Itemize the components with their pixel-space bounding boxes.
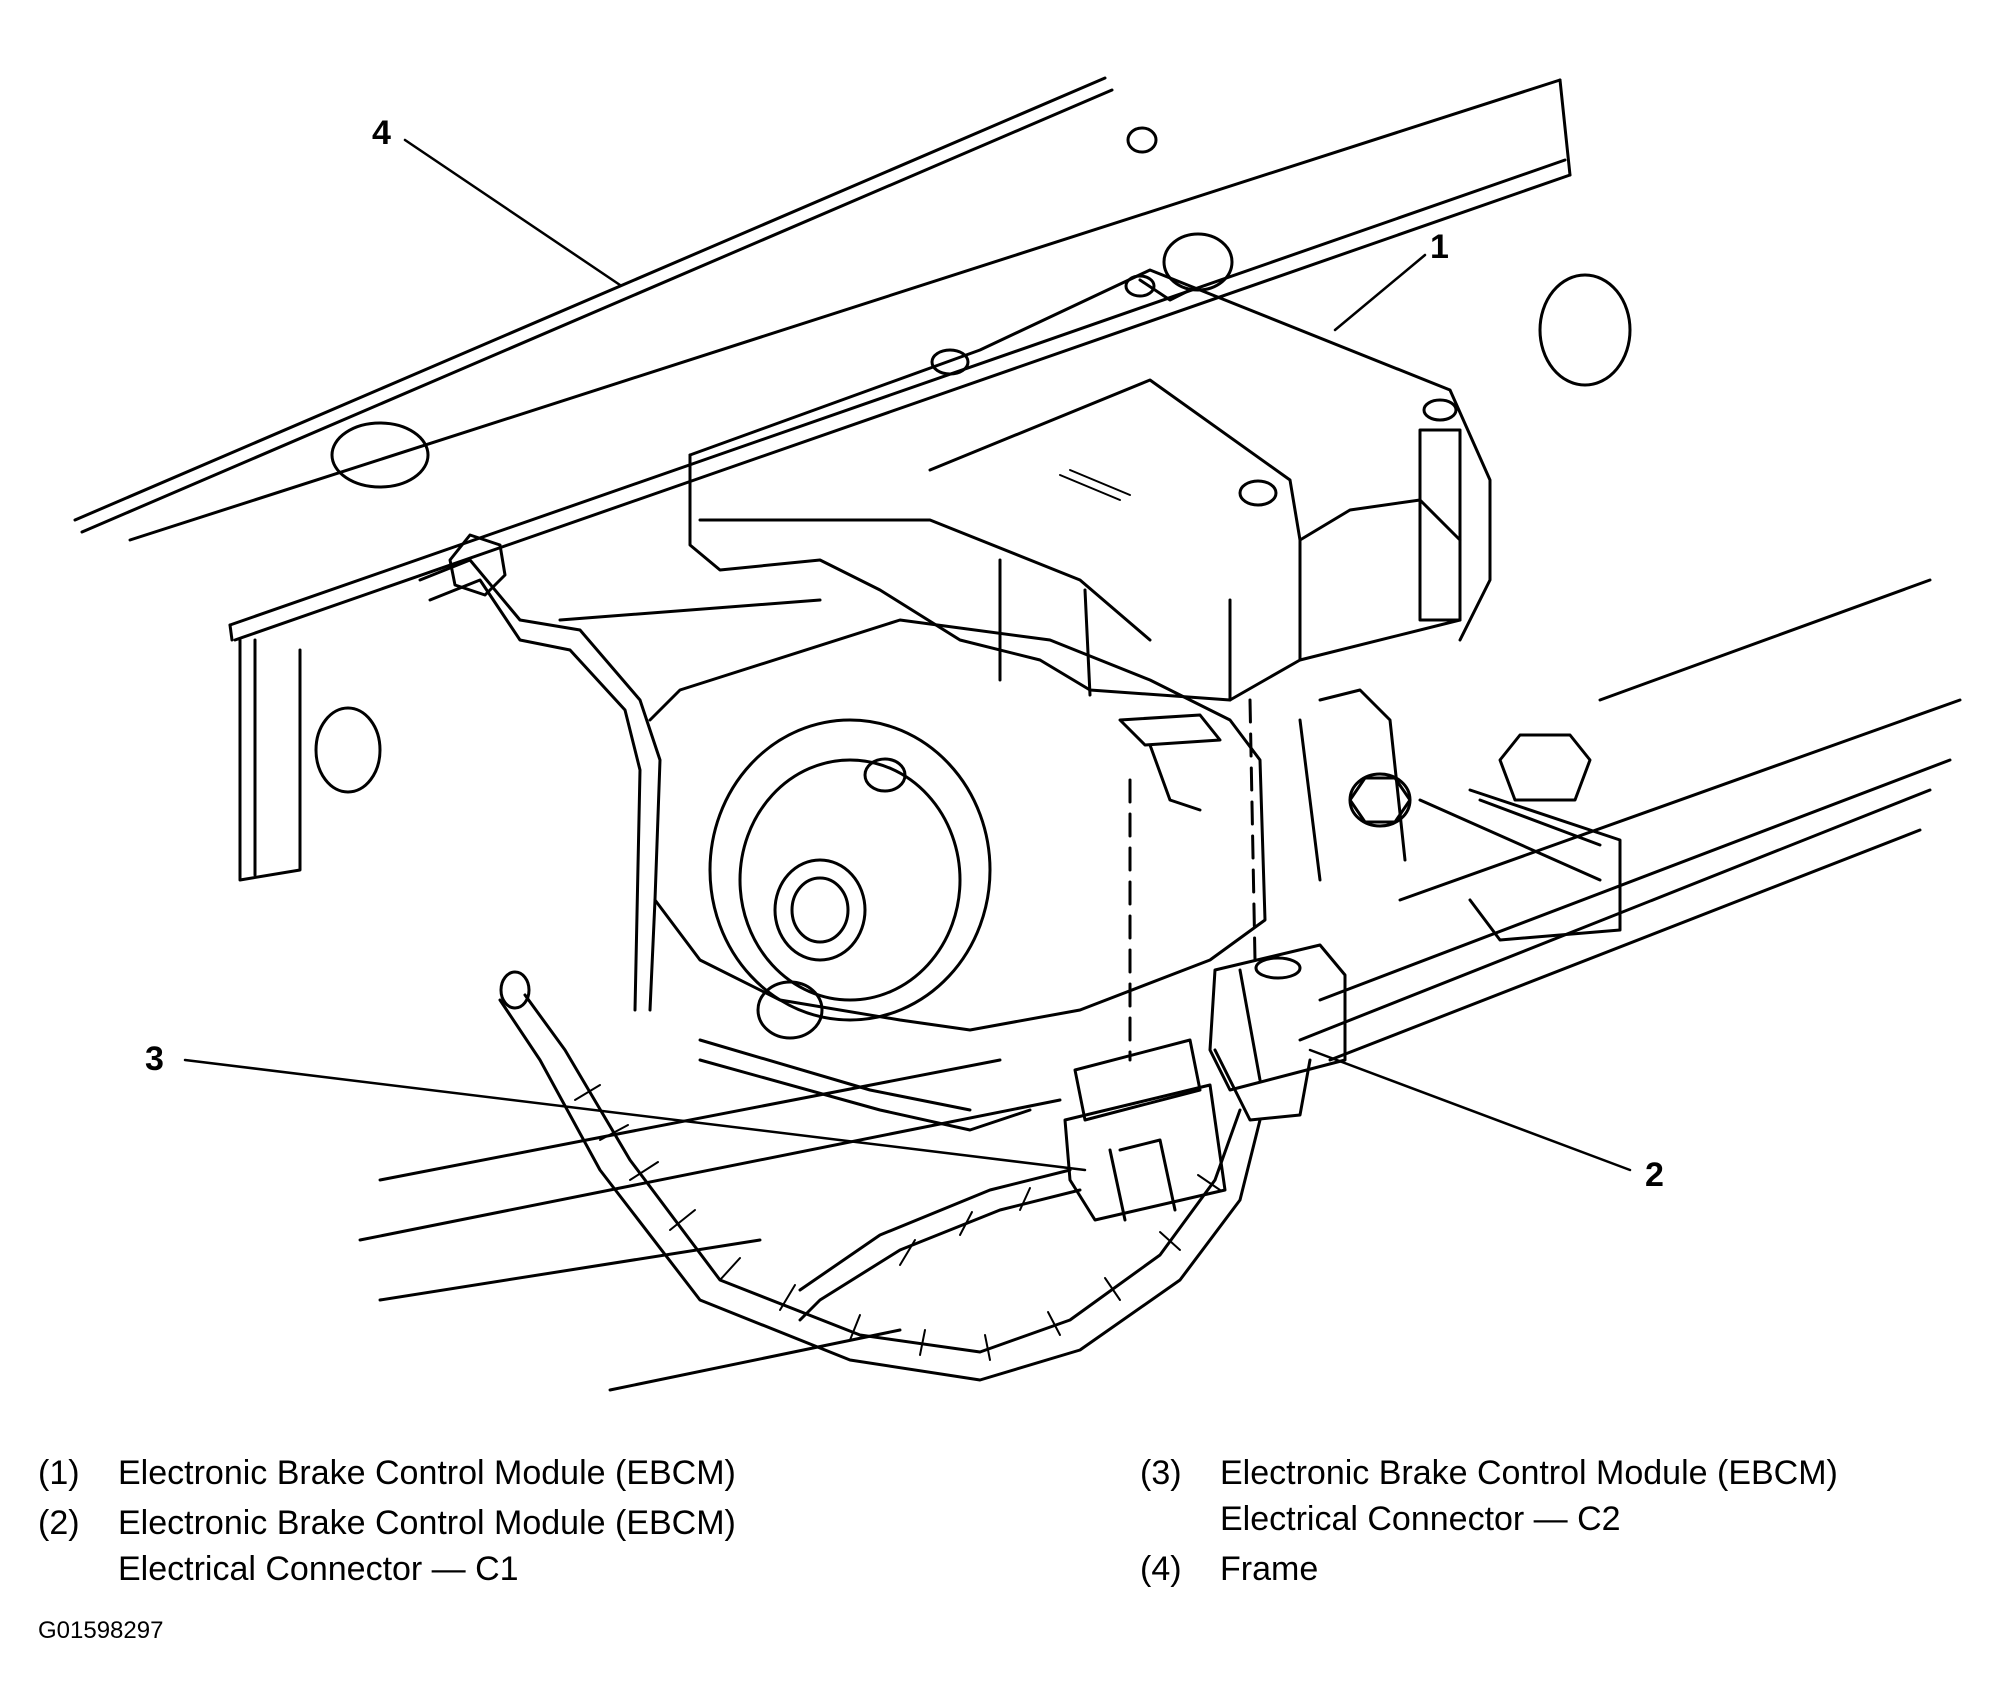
ebcm-connector-c2 xyxy=(1208,943,1347,1122)
callout-2: 2 xyxy=(1645,1156,1664,1194)
wiring-harness xyxy=(498,970,1262,1382)
callout-4: 4 xyxy=(372,114,391,152)
ebcm-module xyxy=(688,268,1492,812)
ebcm-location-illustration xyxy=(73,76,1962,1392)
connector-alignment-lines xyxy=(1128,698,1257,1062)
ebcm-connector-c1 xyxy=(1063,1038,1227,1222)
legend-number: (1) xyxy=(38,1454,80,1492)
legend-item-2: (2) Electronic Brake Control Module (EBC… xyxy=(38,1500,1088,1592)
legend-item-1: (1) Electronic Brake Control Module (EBC… xyxy=(38,1450,1088,1496)
legend-text: Electronic Brake Control Module (EBCM) xyxy=(118,1454,736,1492)
legend-text: Frame xyxy=(1220,1550,1319,1588)
leader-2 xyxy=(1308,1048,1632,1172)
mounting-bracket xyxy=(418,533,1622,1132)
leader-3 xyxy=(183,1058,1087,1172)
callout-3: 3 xyxy=(145,1040,164,1078)
legend-item-4: (4) Frame xyxy=(1140,1546,1990,1592)
legend-text: Electronic Brake Control Module (EBCM) E… xyxy=(1220,1454,1838,1538)
figure-id: G01598297 xyxy=(38,1617,164,1644)
frame-rail xyxy=(73,76,1632,882)
legend-left: (1) Electronic Brake Control Module (EBC… xyxy=(38,1450,1088,1596)
brake-modulator-motor xyxy=(648,618,1592,1040)
callout-1: 1 xyxy=(1430,228,1449,266)
legend-number: (3) xyxy=(1140,1454,1182,1492)
legend-number: (4) xyxy=(1140,1550,1182,1588)
legend-right: (3) Electronic Brake Control Module (EBC… xyxy=(1140,1450,1990,1596)
legend-text: Electronic Brake Control Module (EBCM) E… xyxy=(118,1504,736,1588)
leader-1 xyxy=(1333,253,1427,332)
leader-4 xyxy=(403,138,622,287)
lower-frame xyxy=(358,578,1962,1392)
callout-leaders xyxy=(183,138,1632,1172)
legend-number: (2) xyxy=(38,1504,80,1542)
legend-item-3: (3) Electronic Brake Control Module (EBC… xyxy=(1140,1450,1990,1542)
